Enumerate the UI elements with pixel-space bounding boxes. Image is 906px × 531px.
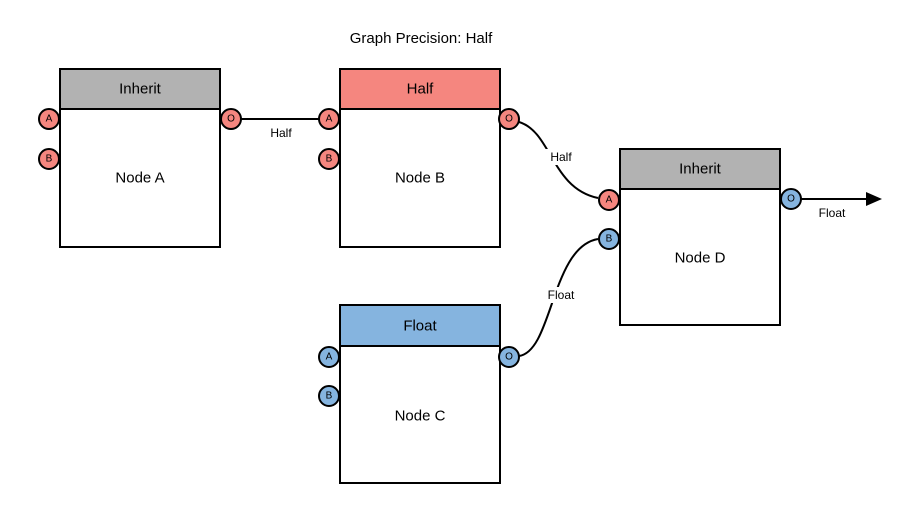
node-a-header[interactable] [59,68,221,110]
node-b-port-b[interactable] [318,148,340,170]
node-c-port-o-label: O [505,352,513,363]
node-d-port-b[interactable] [598,228,620,250]
node-b-header[interactable] [339,68,501,110]
node-c-port-b[interactable] [318,385,340,407]
node-b-name-label: Node B [395,170,445,187]
node-d-name-label: Node D [675,250,726,267]
node-d-port-b-label: B [606,234,613,245]
node-c-port-b-label: B [326,391,333,402]
node-c[interactable]: Float Node C A B O [318,304,520,484]
node-c-header-label: Float [403,318,437,335]
edge-label-output: Float [819,206,846,220]
node-d[interactable]: Inherit Node D A B O [598,148,802,326]
node-b-port-a[interactable] [318,108,340,130]
edge-label-bg [541,287,581,303]
edge-label-b-d: Half [550,150,572,164]
node-c-port-a[interactable] [318,346,340,368]
node-b-port-a-label: A [326,114,333,125]
node-b-port-o-label: O [505,114,513,125]
node-c-name-label: Node C [395,408,446,425]
node-a-port-b-label: B [46,154,53,165]
node-d-header-label: Inherit [679,161,722,178]
node-b-port-b-label: B [326,154,333,165]
node-a-port-o[interactable] [220,108,242,130]
node-c-port-o[interactable] [498,346,520,368]
edge-label-c-d: Float [548,288,575,302]
node-a-port-a[interactable] [38,108,60,130]
node-a-port-o-label: O [227,114,235,125]
node-a-name-label: Node A [115,170,164,187]
node-b-header-label: Half [407,81,435,98]
node-c-port-a-label: A [326,352,333,363]
node-d-header[interactable] [619,148,781,190]
node-d-port-o[interactable] [780,188,802,210]
node-d-port-a-label: A [606,195,613,206]
node-a-port-a-label: A [46,114,53,125]
node-d-port-o-label: O [787,194,795,205]
node-b-port-o[interactable] [498,108,520,130]
graph-title: Graph Precision: Half [350,30,493,47]
node-b[interactable]: Half Node B A B O [318,68,520,248]
edge-label-bg [544,149,578,165]
node-a[interactable]: Inherit Node A A B O [38,68,242,248]
edge-label-a-b: Half [270,126,292,140]
node-a-port-b[interactable] [38,148,60,170]
node-d-port-a[interactable] [598,189,620,211]
edge-labels-layer: Half Half Float Float [270,126,846,303]
node-a-header-label: Inherit [119,81,162,98]
node-c-header[interactable] [339,304,501,347]
arrowhead-icon [866,192,882,206]
